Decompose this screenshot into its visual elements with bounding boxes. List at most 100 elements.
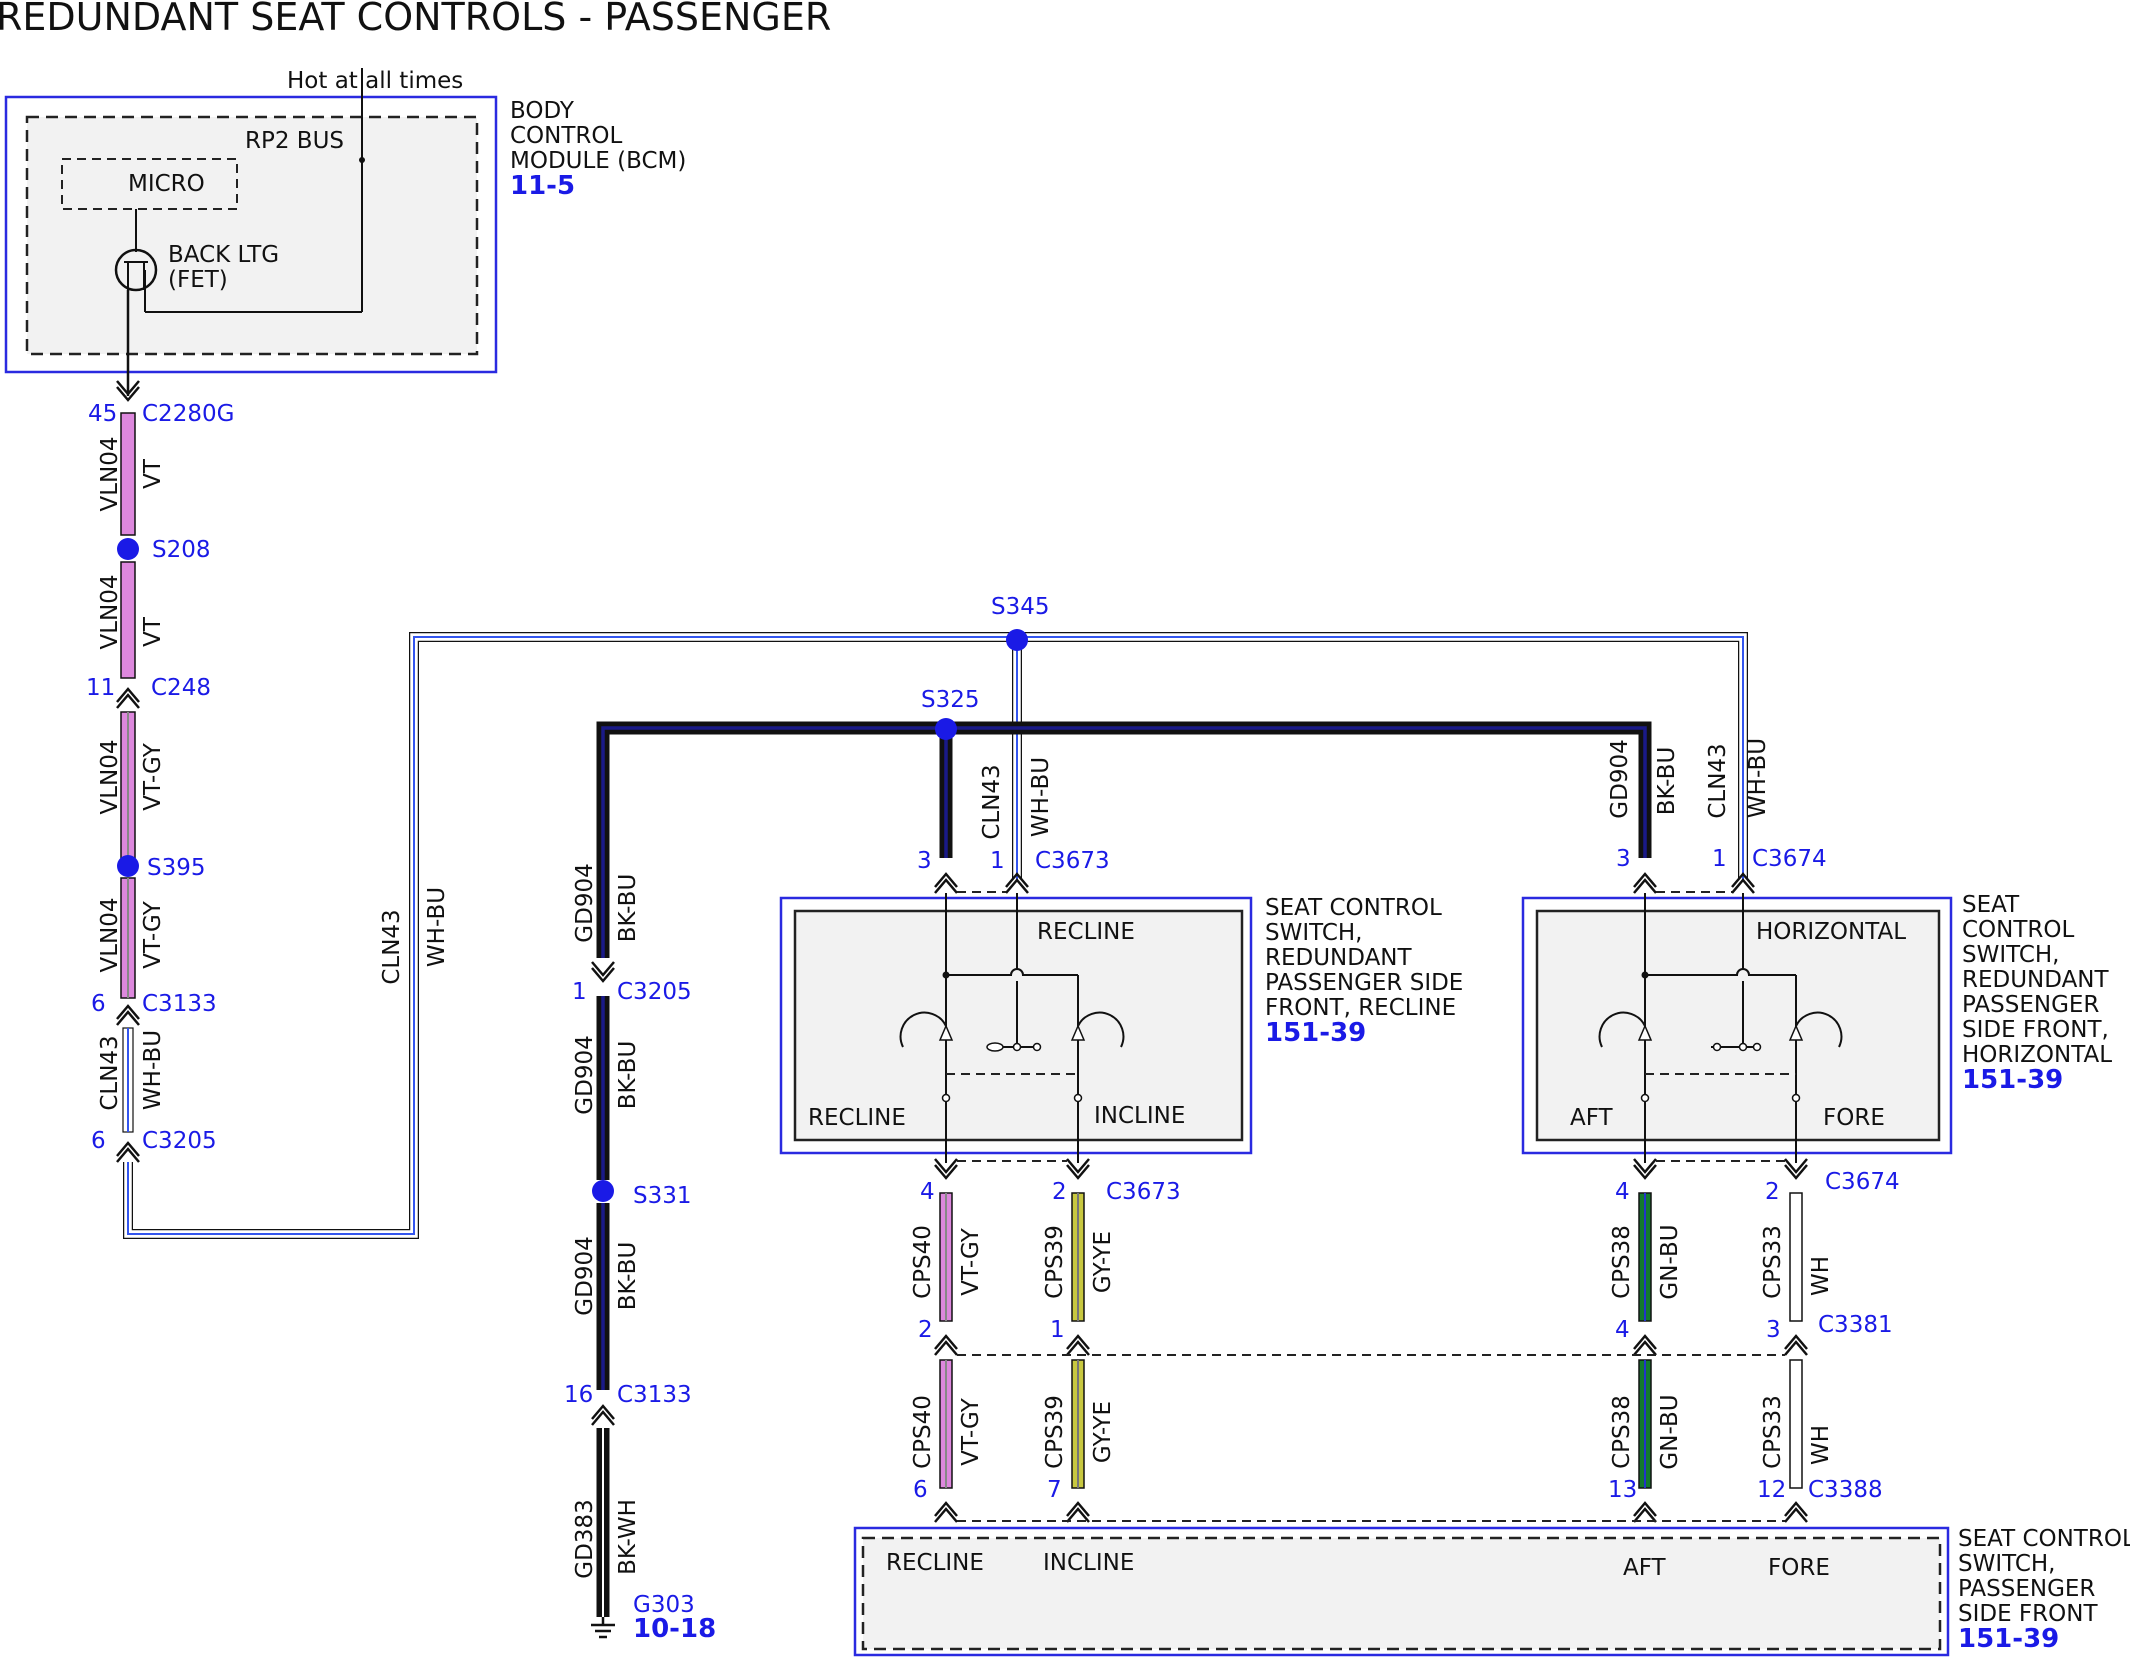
wire-cln43-left-color: WH-BU	[140, 1030, 166, 1110]
front-switch-name-4: SIDE FRONT	[1958, 1601, 2098, 1627]
c3205-center-pin: 1	[572, 979, 587, 1005]
c3381-pin1-icon	[1065, 1334, 1091, 1357]
bcm-name-3: MODULE (BCM)	[510, 148, 686, 174]
wire-cps38-b-color: GN-BU	[1657, 1394, 1683, 1469]
switch-feed-labels: CLN43 WH-BU GD904 BK-BU CLN43 WH-BU	[979, 738, 1771, 840]
horizontal-switch-name-5: PASSENGER	[1962, 992, 2099, 1018]
c3381-pin3: 3	[1766, 1317, 1781, 1343]
c3133-left-pin: 6	[91, 991, 106, 1017]
ground-ref: 10-18	[633, 1614, 716, 1644]
horizontal-switch-header: HORIZONTAL	[1756, 919, 1906, 945]
wire-cln43-hor-circuit: CLN43	[1705, 743, 1731, 818]
horizontal-switch-ref: 151-39	[1962, 1065, 2063, 1095]
c3674-top-pin3-icon	[1632, 872, 1658, 895]
splice-s331	[592, 1180, 614, 1202]
recline-switch-name-2: SWITCH,	[1265, 920, 1363, 946]
c3133-center-pin: 16	[564, 1382, 593, 1408]
wire-cps33-a-circuit: CPS33	[1760, 1225, 1786, 1299]
c3388-pin12: 12	[1757, 1477, 1786, 1503]
wire-cps38-a-color: GN-BU	[1657, 1224, 1683, 1299]
front-switch-name-2: SWITCH,	[1958, 1551, 2056, 1577]
splice-s345	[1006, 629, 1028, 651]
c3205-center-connector-icon	[590, 960, 616, 983]
wire-cps38-b-circuit: CPS38	[1609, 1395, 1635, 1469]
wire-gd904-3-circuit: GD904	[572, 1236, 598, 1315]
wire-vln04-vtgy-1-color: VT-GY	[140, 742, 166, 810]
wire-cps40-a-circuit: CPS40	[910, 1225, 936, 1299]
c3674-top-name: C3674	[1752, 846, 1827, 872]
c3673-bot-name: C3673	[1106, 1179, 1181, 1205]
horizontal-switch-contacts	[1598, 893, 1843, 1163]
horizontal-switch-left-label: AFT	[1570, 1105, 1614, 1131]
front-switch-label-fore: FORE	[1768, 1555, 1830, 1581]
wire-vln04-vtgy-1-circuit: VLN04	[97, 739, 123, 814]
c3673-top-pin3: 3	[917, 848, 932, 874]
c3674-top-pin3: 3	[1616, 846, 1631, 872]
c3381-pin4-icon	[1632, 1334, 1658, 1357]
horizontal-switch-name-3: SWITCH,	[1962, 942, 2060, 968]
micro-label: MICRO	[128, 171, 205, 197]
wire-cps40-b-circuit: CPS40	[910, 1395, 936, 1469]
wire-cps33-b-color: WH	[1808, 1425, 1834, 1465]
wire-cln43-long: CLN43 WH-BU S345	[123, 594, 1748, 1239]
wire-gd904-hor-circuit: GD904	[1607, 739, 1633, 818]
wire-gd904-2-circuit: GD904	[572, 1035, 598, 1114]
cps-wires-upper: CPS40 VT-GY CPS39 GY-YE CPS38 GN-BU CPS3…	[910, 1192, 1834, 1322]
splice-s208	[117, 538, 139, 560]
ground-name: G303	[633, 1592, 695, 1618]
wire-vln04-vt-2-circuit: VLN04	[97, 574, 123, 649]
wire-cln43-hor-color: WH-BU	[1745, 738, 1771, 818]
ground-icon	[591, 1617, 615, 1639]
c3388-pin6: 6	[913, 1477, 928, 1503]
c3381-pin4: 4	[1615, 1317, 1630, 1343]
splice-s325	[935, 718, 957, 740]
cps-wires-lower: CPS40 VT-GY CPS39 GY-YE CPS38 GN-BU CPS3…	[910, 1359, 1834, 1489]
bcm-name-1: BODY	[510, 98, 575, 124]
horizontal-switch-outline	[1521, 896, 1953, 1155]
horizontal-switch-name-4: REDUNDANT	[1962, 967, 2110, 993]
wire-gd904-hor-color: BK-BU	[1654, 747, 1680, 816]
c3133-center-connector-icon	[590, 1404, 616, 1427]
front-switch-inner	[861, 1536, 1942, 1651]
wire-cps40-a-color: VT-GY	[958, 1227, 984, 1295]
ground-bus: S325 GD904 BK-BU 1 C3205 GD904 BK-BU S33…	[564, 687, 1652, 1644]
recline-switch-name-1: SEAT CONTROL	[1265, 895, 1442, 921]
wire-cps33-a	[1789, 1192, 1803, 1322]
c3673-top-name: C3673	[1035, 848, 1110, 874]
horizontal-switch-name-6: SIDE FRONT,	[1962, 1017, 2109, 1043]
c3381-pin2: 2	[918, 1317, 933, 1343]
front-switch-module: RECLINE INCLINE AFT FORE SEAT CONTROL SW…	[853, 1526, 2130, 1657]
wire-cps33-b-circuit: CPS33	[1760, 1395, 1786, 1469]
c3673-top-pin1: 1	[990, 848, 1005, 874]
horizontal-switch-module: HORIZONTAL AFT FORE SEAT CONTROL SWITCH,…	[1521, 892, 2112, 1163]
front-switch-label-aft: AFT	[1623, 1555, 1667, 1581]
wire-gd383-circuit: GD383	[572, 1499, 598, 1578]
wire-cps39-b-color: GY-YE	[1090, 1401, 1116, 1463]
wire-cln43-rec-color: WH-BU	[1028, 757, 1054, 837]
recline-switch-name-4: PASSENGER SIDE	[1265, 970, 1463, 996]
front-switch-name-1: SEAT CONTROL	[1958, 1526, 2130, 1552]
top-connectors: 3 1 C3673 3 1 C3674	[917, 846, 1827, 895]
recline-switch-header: RECLINE	[1037, 919, 1135, 945]
bottom-switch-connectors: 4 2 C3673 4 2 C3674	[920, 1157, 1900, 1205]
wire-gd904-3-color: BK-BU	[615, 1242, 641, 1311]
c2280g-name: C2280G	[142, 401, 234, 427]
wire-cps38-a-circuit: CPS38	[1609, 1225, 1635, 1299]
recline-switch-module: RECLINE RECLINE INCLINE SEAT CONTROL SWI…	[779, 893, 1463, 1163]
c3205-left-connector-icon	[115, 1141, 141, 1164]
horizontal-switch-name-7: HORIZONTAL	[1962, 1042, 2112, 1068]
recline-switch-contacts	[899, 893, 1125, 1163]
bcm-inner	[25, 115, 479, 356]
c2280g-pin: 45	[88, 401, 117, 427]
recline-switch-inner	[793, 909, 1244, 1142]
wire-cps39-a-circuit: CPS39	[1042, 1225, 1068, 1299]
wire-gd904-1-circuit: GD904	[572, 863, 598, 942]
c3133-center-name: C3133	[617, 1382, 692, 1408]
c3388-pin13: 13	[1608, 1477, 1637, 1503]
splice-s395-label: S395	[147, 855, 206, 881]
c3388-pin7: 7	[1047, 1477, 1062, 1503]
splice-s208-label: S208	[152, 537, 211, 563]
wire-vln04-vt-2	[120, 561, 136, 679]
c3381-pin2-icon	[933, 1334, 959, 1357]
